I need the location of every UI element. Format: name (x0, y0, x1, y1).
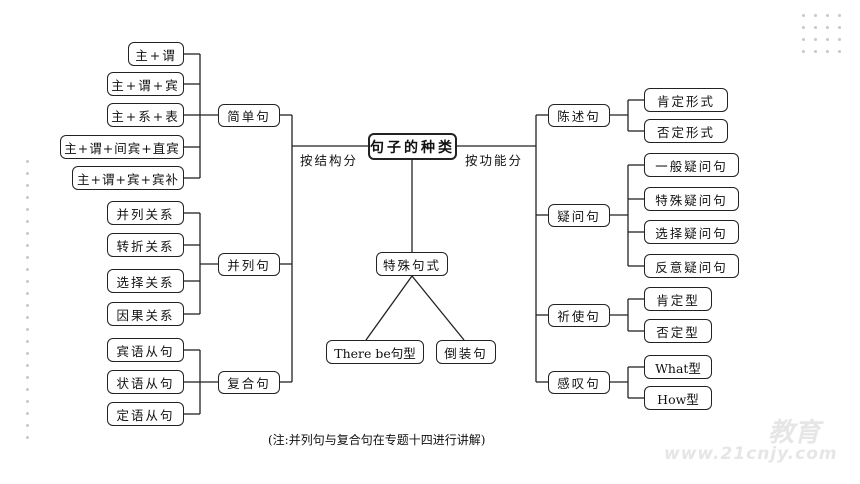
decorative-dot-grid (802, 14, 842, 54)
special-item-there-be: There be句型 (326, 340, 424, 364)
label-by-function: 按功能分 (465, 153, 524, 168)
root-node: 句子的种类 (368, 133, 457, 160)
compound-item: 转折关系 (107, 233, 184, 257)
watermark-url: www.21cnjy.com (664, 444, 838, 464)
node-interrogative-sentence: 疑问句 (548, 204, 610, 227)
node-special-sentence: 特殊句式 (376, 252, 448, 276)
compound-item: 选择关系 (107, 269, 184, 293)
special-item-inversion: 倒装句 (436, 340, 496, 364)
complex-item: 定语从句 (107, 402, 184, 426)
interrogative-item: 反意疑问句 (644, 254, 739, 278)
node-complex-sentence: 复合句 (218, 371, 280, 394)
complex-item: 状语从句 (107, 370, 184, 394)
imperative-item: 否定型 (644, 319, 712, 343)
compound-item: 因果关系 (107, 302, 184, 326)
interrogative-item: 选择疑问句 (644, 220, 739, 244)
declarative-item: 否定形式 (644, 119, 728, 143)
interrogative-item: 一般疑问句 (644, 153, 739, 177)
exclamatory-item: How型 (644, 386, 712, 410)
simple-item: 主+谓+宾 (107, 72, 184, 96)
node-exclamatory-sentence: 感叹句 (548, 371, 610, 394)
simple-item: 主+谓+宾+宾补 (72, 166, 184, 190)
node-declarative-sentence: 陈述句 (548, 104, 610, 127)
interrogative-item: 特殊疑问句 (644, 187, 739, 211)
simple-item: 主+谓+间宾+直宾 (60, 135, 184, 159)
exclamatory-item: What型 (644, 355, 712, 379)
node-simple-sentence: 简单句 (218, 104, 280, 127)
complex-item: 宾语从句 (107, 338, 184, 362)
node-imperative-sentence: 祈使句 (548, 304, 610, 327)
footnote: (注:并列句与复合句在专题十四进行讲解) (268, 433, 486, 447)
imperative-item: 肯定型 (644, 287, 712, 311)
label-by-structure: 按结构分 (300, 153, 359, 168)
node-compound-sentence: 并列句 (218, 253, 280, 276)
simple-item: 主+谓 (128, 42, 184, 66)
declarative-item: 肯定形式 (644, 88, 728, 112)
watermark-brand: 教育 (768, 418, 821, 448)
compound-item: 并列关系 (107, 201, 184, 225)
simple-item: 主+系+表 (107, 103, 184, 127)
decorative-dot-column (26, 160, 30, 460)
